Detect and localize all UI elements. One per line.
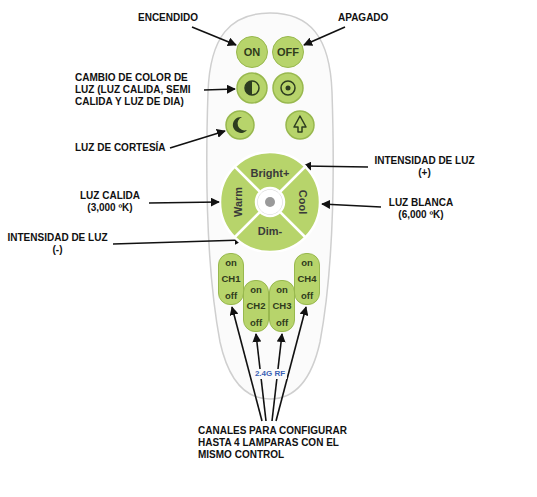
remote-body: 2.4G RFONOFFBright+WarmCoolDim-onCH1offo… xyxy=(205,12,335,400)
leader-arrow xyxy=(303,166,368,167)
callout-label: INTENSIDAD DE LUZ (-) xyxy=(5,232,110,256)
round-button: OFF xyxy=(272,36,304,68)
dpad-sector xyxy=(220,152,320,252)
dpad-sector xyxy=(220,152,320,252)
button-label: Dim- xyxy=(258,225,282,238)
callout-label: ENCENDIDO xyxy=(138,12,198,24)
leader-arrow xyxy=(192,27,236,45)
channel-button: onCH3 off xyxy=(269,280,295,332)
button-label: ON xyxy=(244,46,261,59)
callout-label: CANALES PARA CONFIGURAR HASTA 4 LAMPARAS… xyxy=(198,425,363,461)
button-label: OFF xyxy=(277,46,299,59)
leader-arrow xyxy=(204,89,235,90)
callout-label: LUZ DE CORTESÍA xyxy=(75,142,166,154)
channel-button: onCH1 off xyxy=(218,253,244,305)
mode-button xyxy=(273,73,303,103)
button-label: off xyxy=(225,290,237,302)
button-label: Warm xyxy=(232,187,245,217)
button-label: CH1 xyxy=(221,273,240,285)
button-label: on xyxy=(225,257,237,269)
callout-label: LUZ CALIDA (3,000 ºK) xyxy=(75,190,145,214)
leader-arrow xyxy=(232,307,262,421)
night-light-button xyxy=(226,111,254,139)
leader-arrow xyxy=(276,307,306,421)
button-label: on xyxy=(276,284,288,296)
button-label: CH4 xyxy=(297,273,316,285)
color-change-button xyxy=(237,73,267,103)
callout-label: LUZ BLANCA (6,000 ºK) xyxy=(385,197,457,221)
button-label: off xyxy=(276,317,288,329)
dpad-button: Warm xyxy=(220,152,320,252)
center-button xyxy=(257,189,283,215)
leader-arrow xyxy=(256,334,266,421)
button-label: off xyxy=(301,290,313,302)
leader-arrow xyxy=(322,204,381,207)
channel-button: onCH2 off xyxy=(243,280,269,332)
channel-button: onCH4 off xyxy=(294,253,320,305)
dpad-button: Cool xyxy=(220,152,320,252)
callout-label: APAGADO xyxy=(338,12,388,24)
leader-arrow xyxy=(272,334,282,421)
dpad-sector xyxy=(220,152,320,252)
button-label: Bright+ xyxy=(251,167,290,180)
button-label: 2.4G RF xyxy=(253,369,287,379)
leader-arrow xyxy=(113,240,243,244)
button-label: off xyxy=(250,317,262,329)
leader-arrow xyxy=(304,27,345,45)
leader-arrow xyxy=(170,131,225,148)
callout-label: INTENSIDAD DE LUZ (+) xyxy=(372,155,477,179)
dpad-button: Bright+ xyxy=(220,152,320,252)
round-button: ON xyxy=(236,36,268,68)
dpad-button: Dim- xyxy=(220,152,320,252)
leader-arrow xyxy=(149,202,219,203)
dpad-sector xyxy=(220,152,320,252)
center-dot xyxy=(265,197,275,207)
remote-outline xyxy=(205,12,335,400)
button-label: CH3 xyxy=(272,300,291,312)
button-label: Cool xyxy=(296,190,309,214)
callout-label: CAMBIO DE COLOR DE LUZ (LUZ CALIDA, SEMI… xyxy=(75,72,200,108)
button-label: on xyxy=(301,257,313,269)
button-label: on xyxy=(250,284,262,296)
scene-button xyxy=(286,111,314,139)
button-label: CH2 xyxy=(246,300,265,312)
